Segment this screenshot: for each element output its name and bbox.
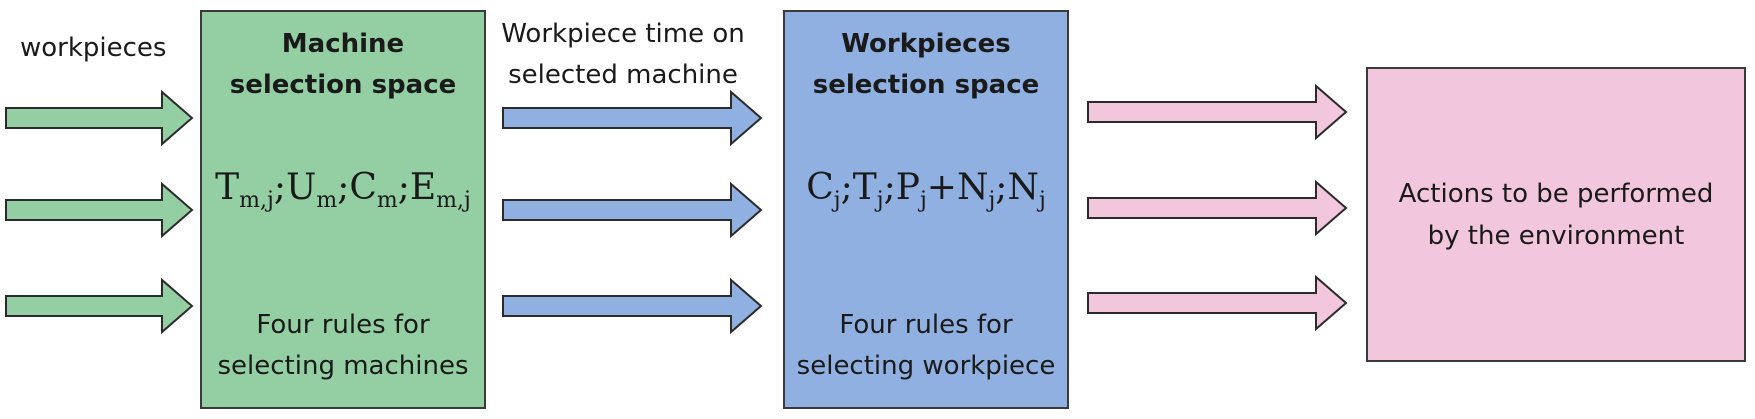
- workpieces-box-title: Workpieces selection space: [785, 24, 1067, 106]
- machine-box-title-line1: Machine: [281, 29, 405, 59]
- input-label: workpieces: [20, 33, 167, 63]
- middle-label: Workpiece time on selected machine: [488, 14, 758, 96]
- machine-rules-line2: selecting machines: [217, 351, 469, 381]
- middle-label-line2: selected machine: [508, 60, 738, 90]
- actions-text: Actions to be performed by the environme…: [1368, 173, 1744, 257]
- machine-box-title: Machine selection space: [202, 24, 484, 106]
- formula-symbol: T: [215, 167, 240, 208]
- workpieces-formula: Cj;Tj;Pj+Nj;Nj: [785, 167, 1067, 213]
- input-arrow: [5, 181, 194, 239]
- input-arrow: [5, 89, 194, 147]
- formula-separator: ;: [337, 167, 350, 208]
- workpieces-selection-box: Workpieces selection space Cj;Tj;Pj+Nj;N…: [783, 10, 1069, 409]
- workpieces-to-actions-arrow: [1087, 179, 1348, 237]
- formula-symbol: N: [956, 167, 989, 208]
- workpieces-rules-line1: Four rules for: [839, 310, 1013, 340]
- formula-separator: ;: [883, 167, 896, 208]
- workpieces-rules: Four rules for selecting workpiece: [785, 305, 1067, 387]
- formula-symbol: T: [852, 167, 877, 208]
- workpieces-box-title-line2: selection space: [812, 70, 1040, 100]
- formula-symbol: N: [1007, 167, 1039, 208]
- formula-symbol: E: [409, 167, 437, 208]
- formula-subscript: m,j: [239, 188, 274, 213]
- workpieces-to-actions-arrow: [1087, 274, 1348, 332]
- formula-symbol: C: [806, 167, 834, 208]
- machine-box-title-line2: selection space: [229, 70, 457, 100]
- workpieces-rules-line2: selecting workpiece: [796, 351, 1056, 381]
- middle-label-line1: Workpiece time on: [501, 19, 745, 49]
- actions-text-line1: Actions to be performed: [1398, 178, 1714, 209]
- formula-separator: ;: [397, 167, 410, 208]
- workpieces-box-title-line1: Workpieces: [841, 29, 1011, 59]
- formula-separator: ;: [995, 167, 1008, 208]
- formula-subscript: j: [988, 188, 996, 213]
- formula-operator: +: [926, 167, 957, 208]
- formula-subscript: m: [316, 188, 338, 213]
- machine-to-workpieces-arrow: [502, 181, 763, 239]
- machine-selection-box: Machine selection space Tm,j;Um;Cm;Em,j …: [200, 10, 486, 409]
- formula-subscript: j: [876, 188, 884, 213]
- formula-subscript: m: [376, 188, 398, 213]
- formula-separator: ;: [273, 167, 286, 208]
- machine-rules-line1: Four rules for: [256, 310, 430, 340]
- input-arrow: [5, 277, 194, 335]
- machine-formula: Tm,j;Um;Cm;Em,j: [202, 167, 484, 213]
- formula-separator: ;: [840, 167, 853, 208]
- formula-symbol: C: [349, 167, 377, 208]
- formula-symbol: U: [285, 167, 317, 208]
- formula-subscript: j: [919, 188, 927, 213]
- machine-to-workpieces-arrow: [502, 277, 763, 335]
- actions-text-line2: by the environment: [1427, 220, 1685, 251]
- formula-subscript: j: [1038, 188, 1046, 213]
- workpieces-to-actions-arrow: [1087, 83, 1348, 141]
- formula-subscript: m,j: [436, 188, 471, 213]
- machine-to-workpieces-arrow: [502, 89, 763, 147]
- machine-rules: Four rules for selecting machines: [202, 305, 484, 387]
- actions-box: Actions to be performed by the environme…: [1366, 67, 1746, 362]
- formula-subscript: j: [833, 188, 841, 213]
- formula-symbol: P: [895, 167, 920, 208]
